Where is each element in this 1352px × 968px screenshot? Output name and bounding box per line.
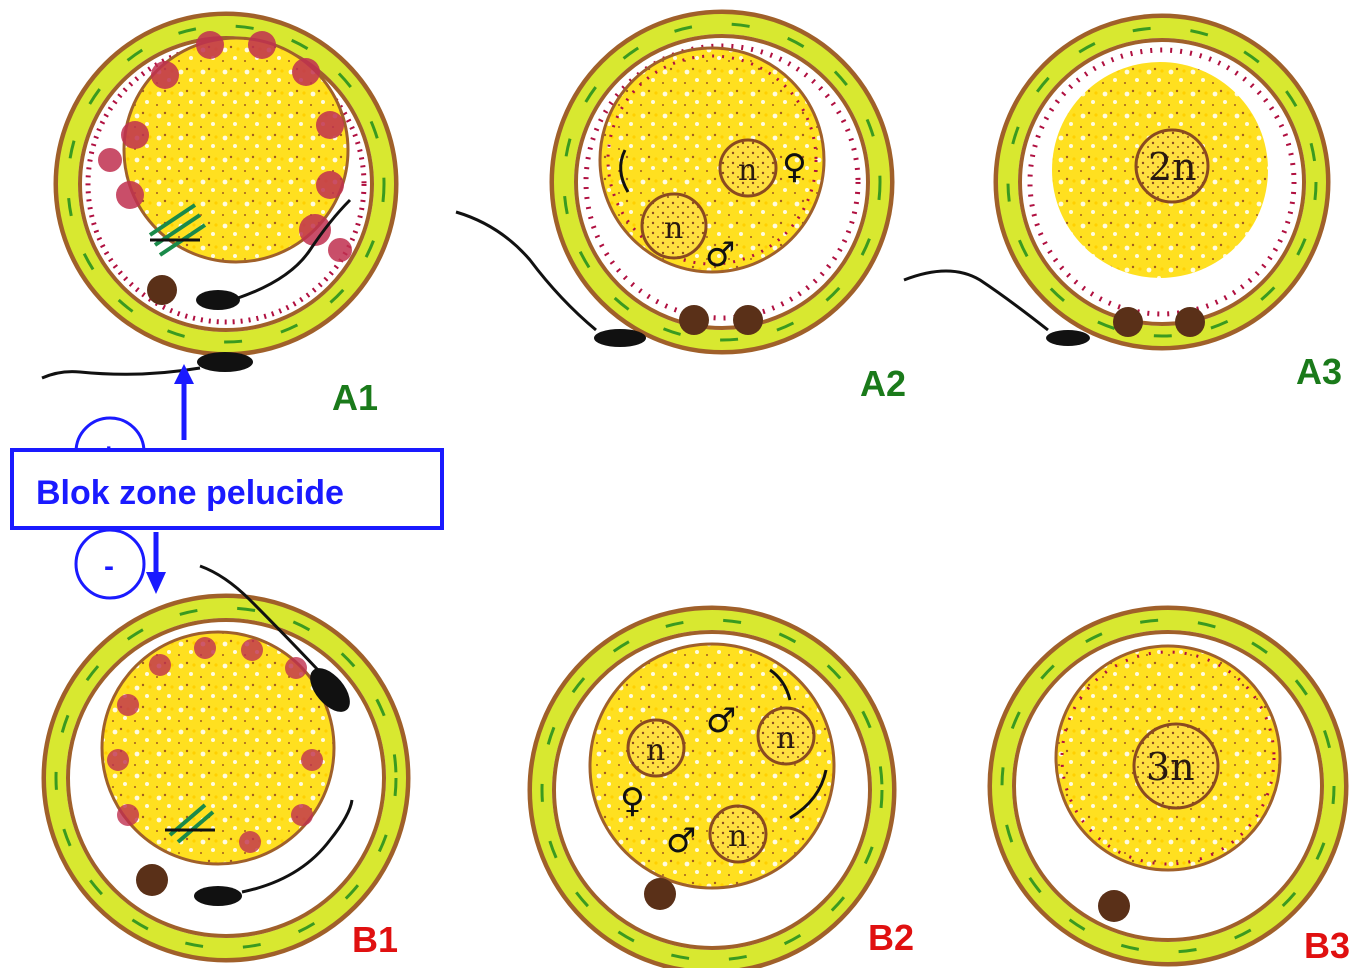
pronucleus-label-b2-male-1: n: [776, 721, 795, 756]
sperm-head-b1-inner: [194, 886, 242, 906]
label-a3: A3: [1296, 351, 1342, 392]
zygote-nucleus-label-b3: 3n: [1146, 745, 1195, 789]
egg-b1: [44, 566, 408, 960]
up-arrow-head: [174, 364, 194, 384]
polar-body-b2: [644, 878, 676, 910]
polar-body-a3-1: [1113, 307, 1143, 337]
label-b2: B2: [868, 917, 914, 958]
sperm-head-a2: [594, 329, 646, 347]
polar-body-a2-2: [733, 305, 763, 335]
sperm-head-a1: [196, 290, 240, 310]
pronucleus-label-b2-female: n: [646, 733, 665, 768]
polar-body-b1: [136, 864, 168, 896]
female-symbol-a2: ♀: [782, 147, 807, 187]
down-arrow-head: [146, 572, 166, 594]
female-symbol-b2: ♀: [620, 781, 645, 821]
sperm-head-a1-outer: [197, 352, 253, 372]
cytoplasm-b2: [590, 644, 834, 888]
pronucleus-label-b2-male-2: n: [728, 819, 747, 854]
label-b1: B1: [352, 919, 398, 960]
sperm-tail-a1-outer: [42, 368, 200, 378]
minus-sign: -: [104, 550, 114, 583]
label-a1: A1: [332, 377, 378, 418]
zygote-nucleus-label-a3: 2n: [1148, 145, 1197, 189]
pronucleus-label-a2-male: n: [664, 211, 683, 246]
polar-body-a2-1: [679, 305, 709, 335]
egg-a3: 2n: [996, 16, 1328, 348]
polar-body-b3: [1098, 890, 1130, 922]
label-a2: A2: [860, 363, 906, 404]
block-label: Blok zone pelucide: [36, 474, 344, 512]
polar-body-a1: [147, 275, 177, 305]
male-symbol-a2: ♂: [705, 235, 735, 275]
sperm-head-a3: [1046, 330, 1090, 346]
label-b3: B3: [1304, 925, 1350, 966]
egg-a2: n ♀ n ♂: [552, 12, 892, 352]
male-symbol-b2-1: ♂: [706, 701, 736, 741]
egg-b3: 3n: [990, 608, 1346, 964]
egg-b2: n ♀ n ♂ n ♂: [530, 608, 894, 968]
polar-body-a3-2: [1175, 307, 1205, 337]
egg-a1: [56, 14, 396, 354]
male-symbol-b2-2: ♂: [666, 821, 696, 861]
pronucleus-label-a2-female: n: [738, 153, 757, 188]
